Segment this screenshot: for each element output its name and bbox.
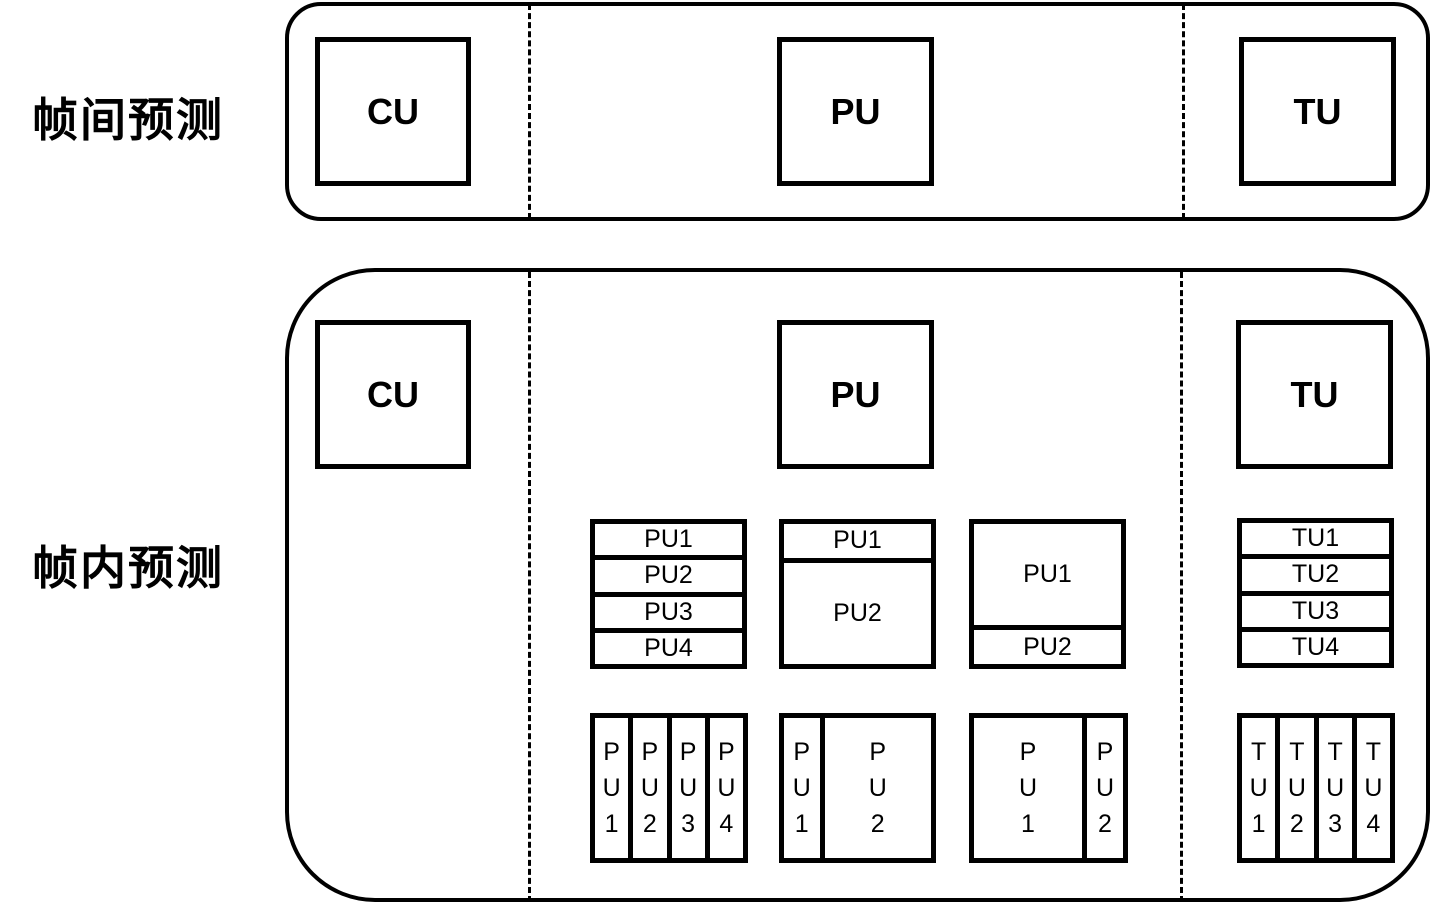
intra-cu-box: CU (315, 320, 471, 469)
pu-split-horizontal-bottom-small: PU1 PU2 (969, 519, 1126, 669)
pu-partition-cell: PU1 (833, 526, 882, 555)
intra-tu-box: TU (1236, 320, 1393, 469)
pu-partition-cell: PU2 (595, 555, 742, 591)
pu-partition-cell: PU1 (1023, 560, 1072, 589)
inter-cu-box: CU (315, 37, 471, 186)
inter-prediction-label: 帧间预测 (32, 93, 224, 147)
tu-partition-cell: TU1 (1291, 524, 1340, 553)
tu-partition-cell: TU2 (1242, 554, 1389, 590)
tu-partition-cell: TU4 (1242, 626, 1389, 663)
inter-pu-box: PU (777, 37, 934, 186)
pu-partition-cell: PU1 (644, 525, 693, 554)
divider-right-top (1182, 4, 1185, 219)
intra-tu-label: TU (1290, 373, 1339, 415)
inter-tu-box: TU (1239, 37, 1396, 186)
intra-cu-label: CU (367, 373, 419, 415)
inter-cu-label: CU (367, 90, 419, 132)
tu-split-horizontal-4: TU1 TU2 TU3 TU4 (1237, 518, 1394, 668)
intra-prediction-label: 帧内预测 (32, 541, 224, 595)
tu-partition-cell: TU3 (1242, 590, 1389, 627)
divider-right-bottom (1180, 272, 1183, 902)
pu-partition-cell: PU3 (595, 591, 742, 628)
divider-left-bottom (528, 272, 531, 902)
divider-left-top (528, 4, 531, 219)
pu-partition-cell: PU2 (974, 625, 1121, 664)
pu-split-horizontal-top-small: PU1 PU2 (779, 519, 936, 669)
pu-partition-cell: PU2 (784, 557, 931, 664)
intra-pu-box: PU (777, 320, 934, 469)
inter-pu-label: PU (830, 90, 881, 132)
pu-split-horizontal-4: PU1 PU2 PU3 PU4 (590, 519, 747, 669)
inter-tu-label: TU (1293, 90, 1342, 132)
intra-pu-label: PU (830, 373, 881, 415)
pu-partition-cell: PU4 (595, 627, 742, 664)
